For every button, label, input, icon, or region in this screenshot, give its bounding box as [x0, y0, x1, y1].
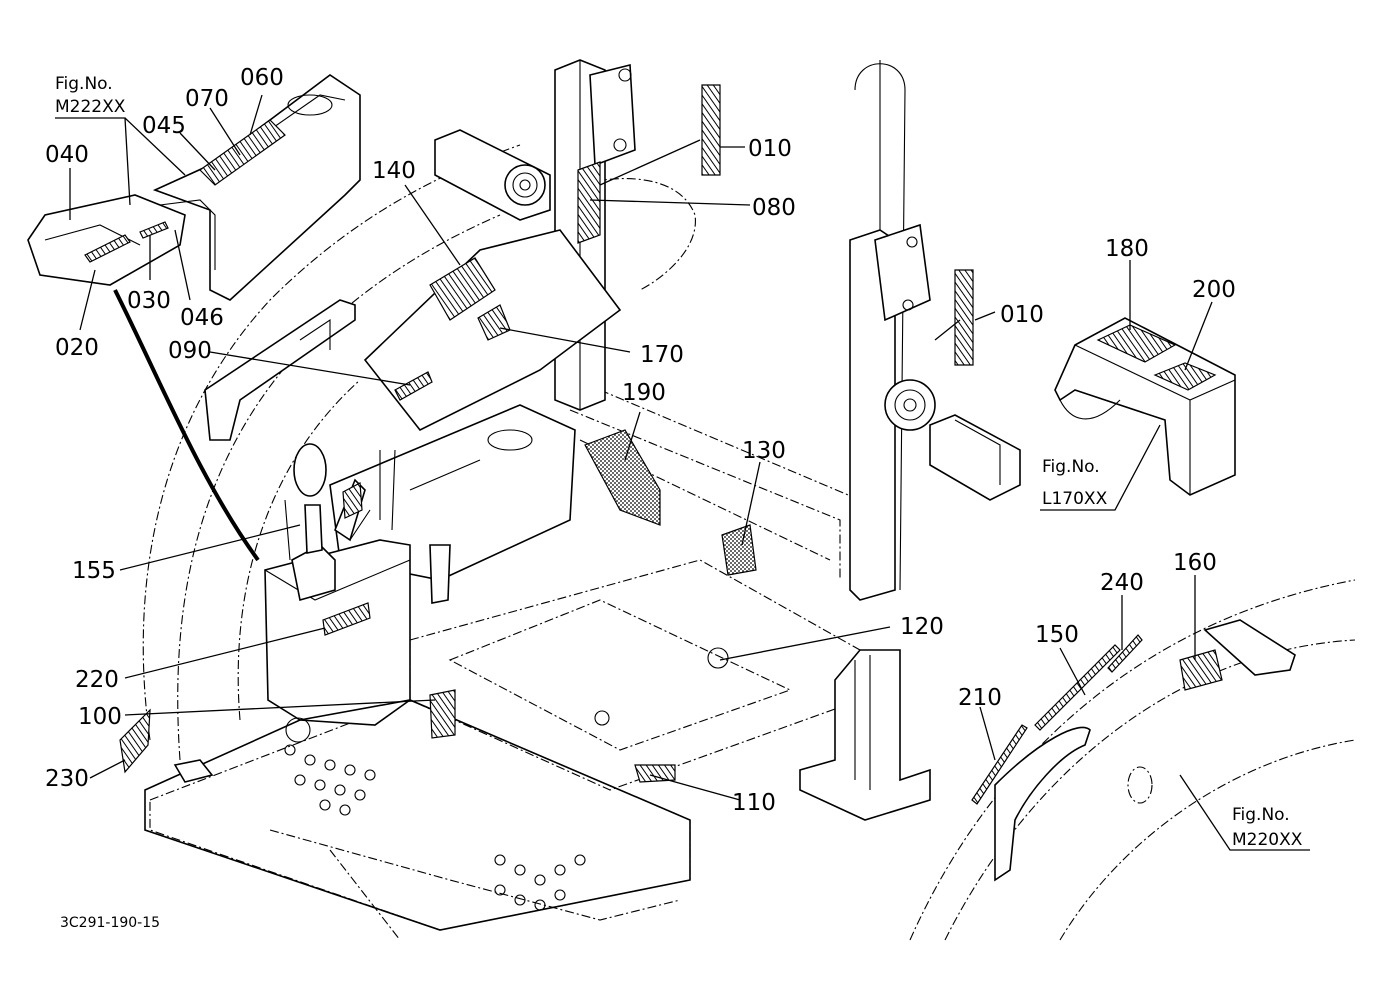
- label-080: 080: [752, 195, 796, 221]
- fig-ref-l170-code: L170XX: [1042, 489, 1108, 509]
- label-010-top: 010: [748, 136, 792, 162]
- decal-010-top: [701, 84, 721, 176]
- label-170: 170: [640, 342, 684, 368]
- left-control-console: [264, 443, 451, 726]
- label-130: 130: [742, 438, 786, 464]
- label-100: 100: [78, 704, 122, 730]
- left-work-light: [434, 129, 551, 221]
- floor-plate: [119, 647, 729, 931]
- fig-ref-m220-code: M220XX: [1232, 830, 1303, 850]
- label-046: 046: [180, 305, 224, 331]
- label-060: 060: [240, 65, 284, 91]
- leader-lines: [55, 94, 1310, 851]
- cover-subassembly: [1054, 317, 1236, 496]
- label-220: 220: [75, 667, 119, 693]
- label-160: 160: [1173, 550, 1217, 576]
- label-150: 150: [1035, 622, 1079, 648]
- label-120: 120: [900, 614, 944, 640]
- right-pillar: [799, 60, 931, 821]
- right-work-light: [884, 379, 1021, 501]
- floor-holes: [284, 744, 586, 911]
- label-155: 155: [72, 558, 116, 584]
- drawing-code: 3C291-190-15: [60, 915, 160, 931]
- label-200: 200: [1192, 277, 1236, 303]
- label-090: 090: [168, 338, 212, 364]
- label-040: 040: [45, 142, 89, 168]
- assembly-arrow: [113, 289, 260, 562]
- decal-010-right: [954, 269, 974, 366]
- figure-references: Fig.No. M222XX Fig.No. L170XX Fig.No. M2…: [55, 74, 1303, 850]
- control-panel-subassembly: [27, 74, 361, 301]
- label-010-right: 010: [1000, 302, 1044, 328]
- label-070: 070: [185, 86, 229, 112]
- fender-subassembly: [909, 579, 1356, 941]
- fig-ref-m222-label: Fig.No.: [55, 74, 113, 94]
- label-140: 140: [372, 158, 416, 184]
- label-045: 045: [142, 113, 186, 139]
- fig-ref-l170-label: Fig.No.: [1042, 457, 1100, 477]
- label-230: 230: [45, 766, 89, 792]
- left-pillar: [554, 59, 636, 411]
- label-240: 240: [1100, 570, 1144, 596]
- label-110: 110: [732, 790, 776, 816]
- fig-ref-m222-code: M222XX: [55, 97, 126, 117]
- label-180: 180: [1105, 236, 1149, 262]
- rear-console: [329, 404, 757, 581]
- part-labels: 010 080 140 010 170 090 190 130 180 200 …: [45, 65, 1236, 816]
- label-030: 030: [127, 288, 171, 314]
- left-window-panel: [204, 229, 622, 441]
- label-190: 190: [622, 380, 666, 406]
- label-020: 020: [55, 335, 99, 361]
- label-210: 210: [958, 685, 1002, 711]
- fig-ref-m220-label: Fig.No.: [1232, 805, 1290, 825]
